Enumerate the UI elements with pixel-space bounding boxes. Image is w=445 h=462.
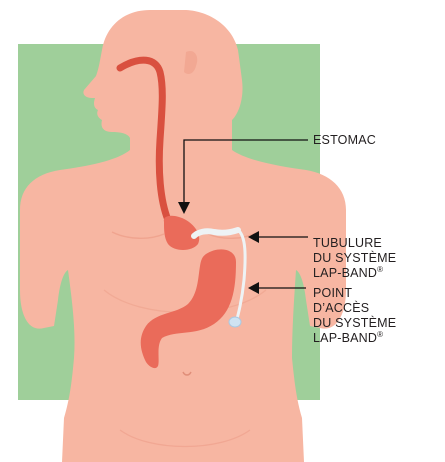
label-access-port-line: LAP-BAND® <box>313 331 396 346</box>
label-stomach-line: ESTOMAC <box>313 133 376 148</box>
registered-mark: ® <box>377 265 383 274</box>
label-tubing: TUBULURE DU SYSTÈME LAP-BAND® <box>313 236 396 281</box>
label-tubing-brand: LAP-BAND <box>313 266 377 280</box>
label-access-port-line: D’ACCÈS <box>313 301 396 316</box>
label-tubing-line: LAP-BAND® <box>313 266 396 281</box>
label-access-port: POINT D’ACCÈS DU SYSTÈME LAP-BAND® <box>313 286 396 346</box>
label-tubing-line: TUBULURE <box>313 236 396 251</box>
label-tubing-line: DU SYSTÈME <box>313 251 396 266</box>
label-stomach: ESTOMAC <box>313 133 376 148</box>
registered-mark: ® <box>377 330 383 339</box>
label-access-port-line: POINT <box>313 286 396 301</box>
label-access-port-line: DU SYSTÈME <box>313 316 396 331</box>
label-access-port-brand: LAP-BAND <box>313 331 377 345</box>
access-port <box>229 317 241 327</box>
